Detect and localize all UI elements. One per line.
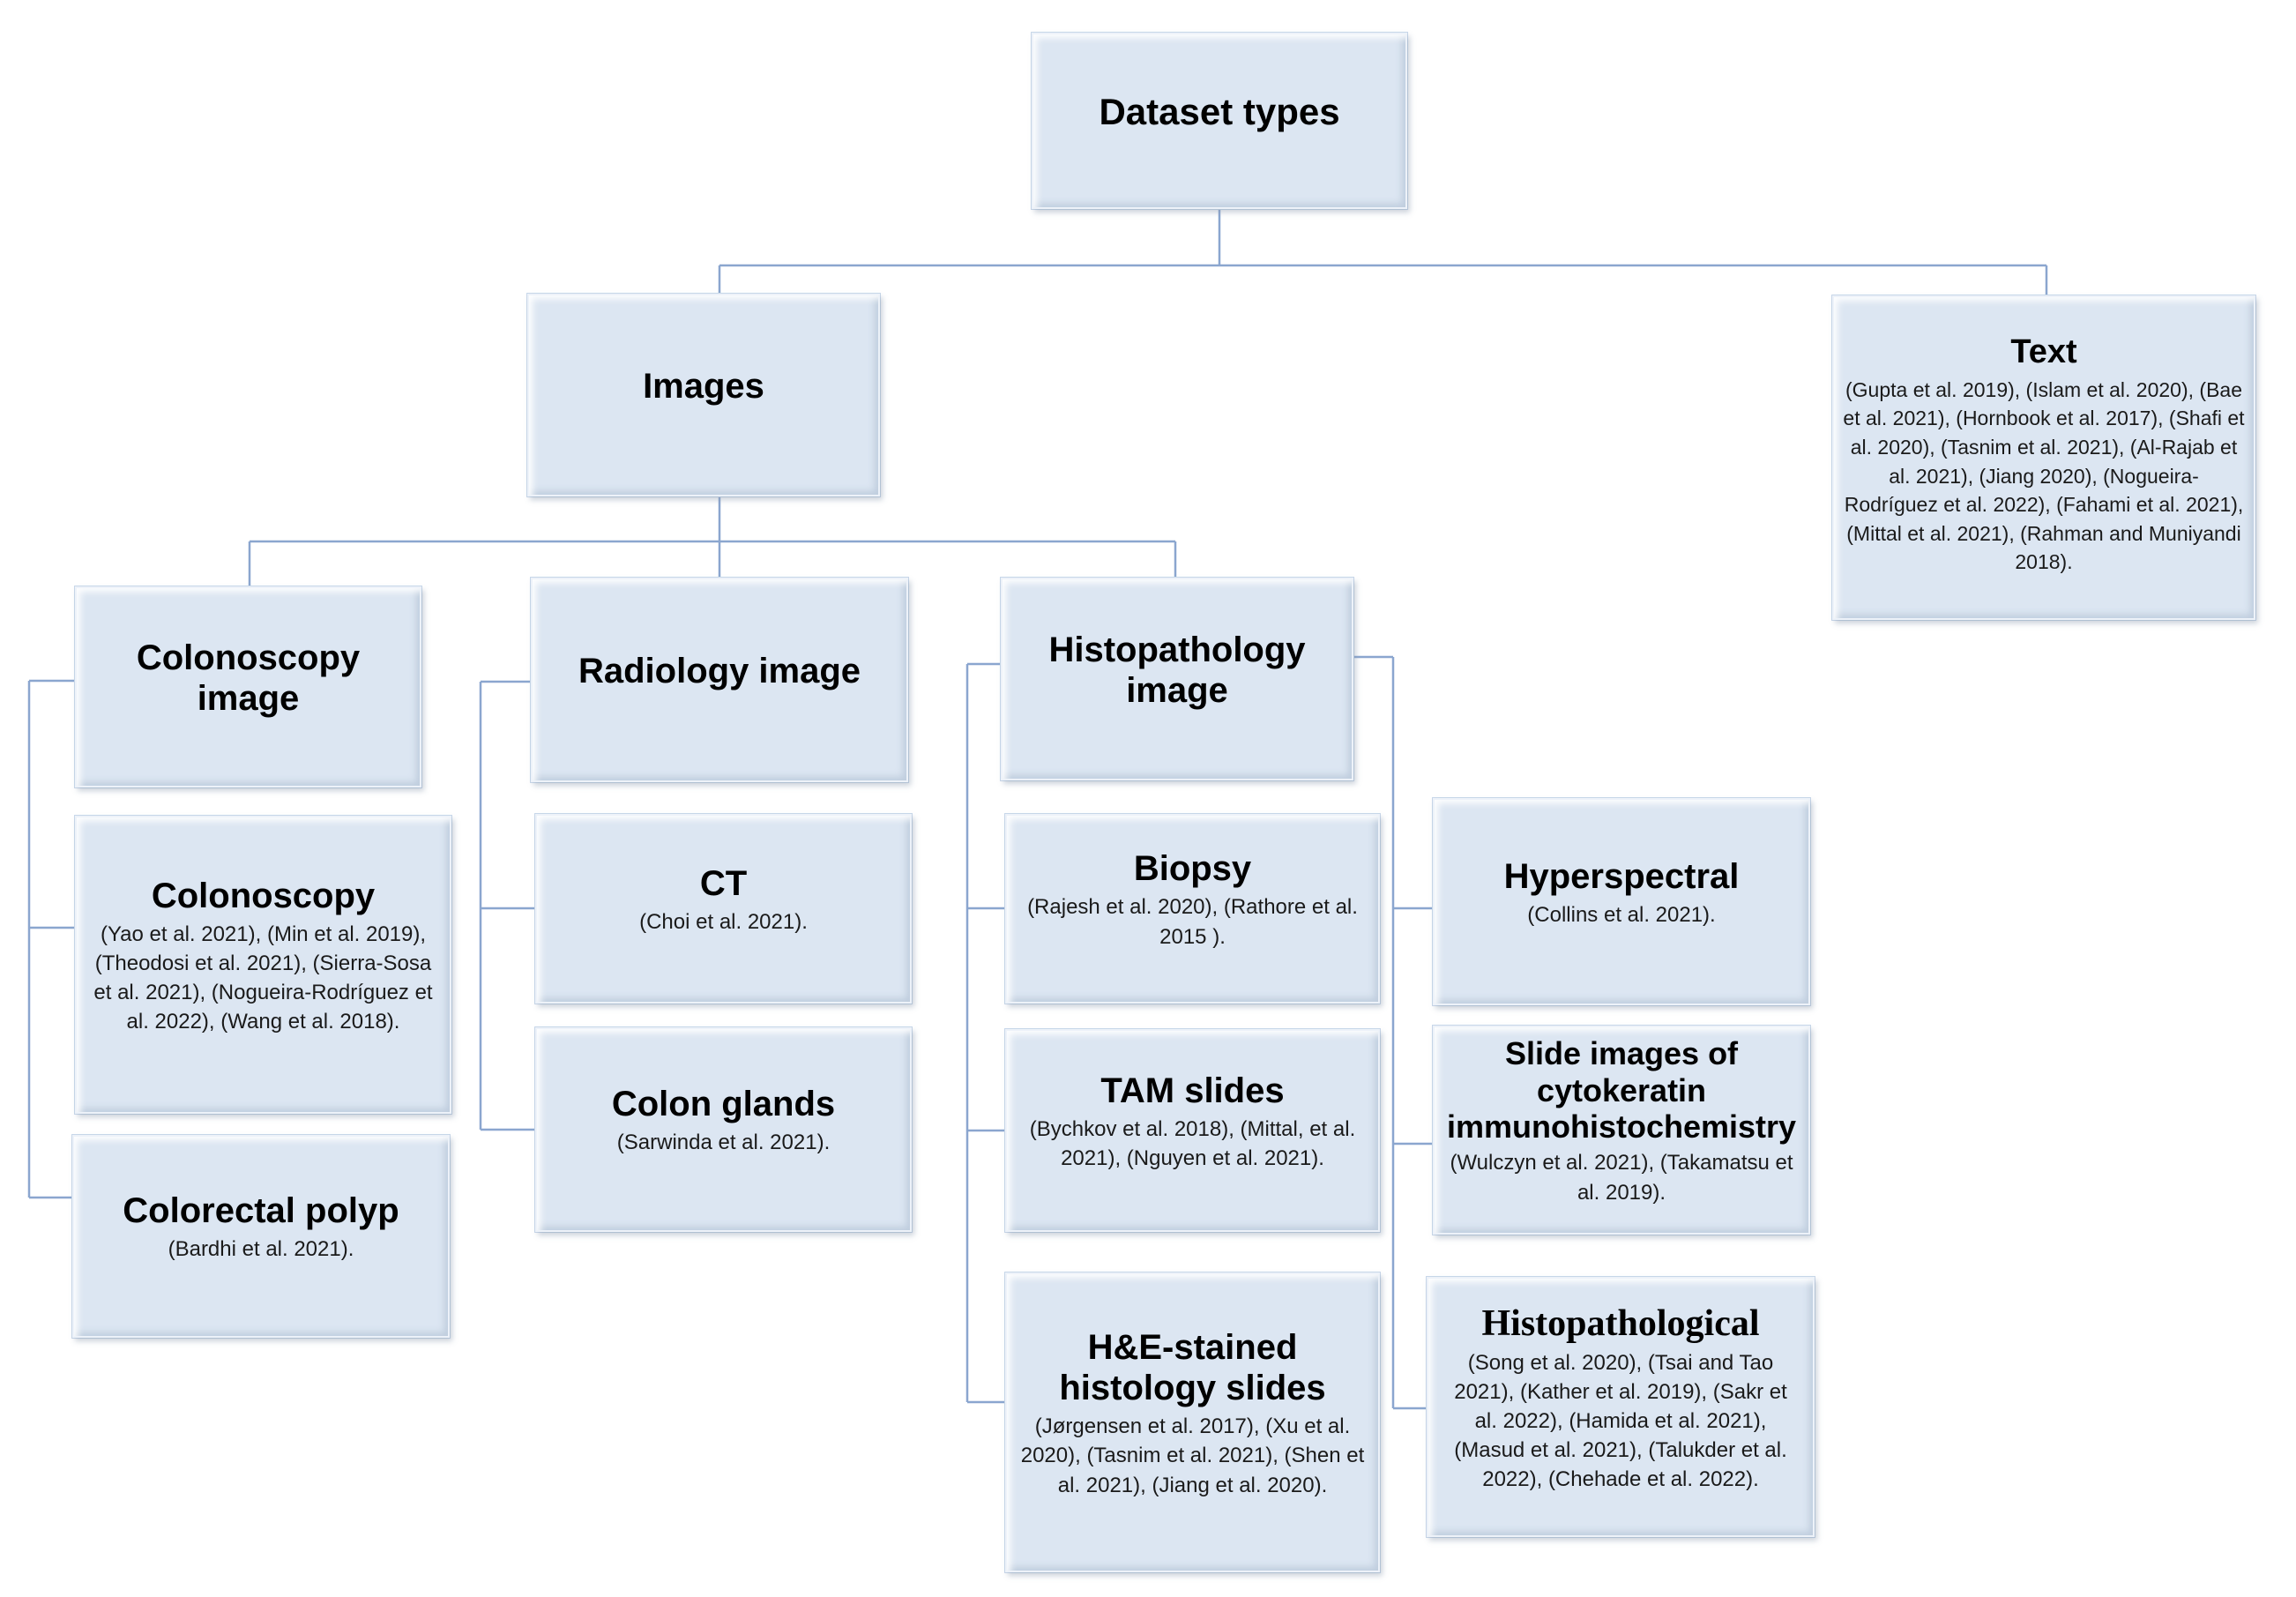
histopathology-image-box: Histopathology image xyxy=(1001,578,1353,780)
colonoscopy-image-box: Colonoscopy image xyxy=(75,586,421,787)
dataset-types-box: Dataset types xyxy=(1032,33,1407,209)
images-box: Images xyxy=(527,294,880,496)
he-stained-histology-slides-box: H&E-stained histology slides (Jørgensen … xyxy=(1005,1272,1380,1572)
hyperspectral-citations: (Collins et al. 2021). xyxy=(1527,902,1716,927)
he-stained-histology-slides-title: H&E-stained histology slides xyxy=(1059,1328,1326,1408)
colonoscopy-image-title: Colonoscopy image xyxy=(136,638,361,718)
hyperspectral-title: Hyperspectral xyxy=(1503,856,1740,896)
colon-glands-title: Colon glands xyxy=(611,1085,836,1124)
hyperspectral-box: Hyperspectral (Collins et al. 2021). xyxy=(1433,798,1810,1005)
images-title: Images xyxy=(643,367,764,406)
slide-images-cytokeratin-title: Slide images of cytokeratin immunohistoc… xyxy=(1446,1035,1797,1146)
colorectal-polyp-title: Colorectal polyp xyxy=(123,1191,399,1231)
colonoscopy-box: Colonoscopy (Yao et al. 2021), (Min et a… xyxy=(75,816,451,1114)
text-citations: (Gupta et al. 2019), (Islam et al. 2020)… xyxy=(1843,377,2245,574)
colon-glands-citations: (Sarwinda et al. 2021). xyxy=(616,1131,831,1155)
colonoscopy-citations: (Yao et al. 2021), (Min et al. 2019), (T… xyxy=(93,922,433,1034)
colorectal-polyp-citations: (Bardhi et al. 2021). xyxy=(168,1237,354,1262)
radiology-image-title: Radiology image xyxy=(578,652,861,690)
biopsy-title: Biopsy xyxy=(1133,849,1252,889)
tam-slides-citations: (Bychkov et al. 2018), (Mittal, et al. 2… xyxy=(1029,1116,1356,1170)
colonoscopy-title: Colonoscopy xyxy=(151,876,376,915)
biopsy-box: Biopsy (Rajesh et al. 2020), (Rathore et… xyxy=(1005,814,1380,1004)
text-box: Text (Gupta et al. 2019), (Islam et al. … xyxy=(1832,295,2255,620)
radiology-image-box: Radiology image xyxy=(531,578,908,782)
ct-title: CT xyxy=(699,863,748,903)
colon-glands-box: Colon glands (Sarwinda et al. 2021). xyxy=(535,1027,912,1232)
histopathological-title: Histopathological xyxy=(1481,1302,1760,1344)
biopsy-citations: (Rajesh et al. 2020), (Rathore et al. 20… xyxy=(1027,895,1358,949)
ct-box: CT (Choi et al. 2021). xyxy=(535,814,912,1004)
tam-slides-box: TAM slides (Bychkov et al. 2018), (Mitta… xyxy=(1005,1029,1380,1232)
histopathological-citations: (Song et al. 2020), (Tsai and Tao 2021),… xyxy=(1454,1350,1787,1492)
text-title: Text xyxy=(2010,332,2077,370)
slide-images-cytokeratin-citations: (Wulczyn et al. 2021), (Takamatsu et al.… xyxy=(1450,1151,1793,1205)
he-stained-histology-slides-citations: (Jørgensen et al. 2017), (Xu et al. 2020… xyxy=(1020,1414,1365,1497)
ct-citations: (Choi et al. 2021). xyxy=(639,909,808,934)
slide-images-cytokeratin-box: Slide images of cytokeratin immunohistoc… xyxy=(1433,1026,1810,1235)
colorectal-polyp-box: Colorectal polyp (Bardhi et al. 2021). xyxy=(72,1135,450,1338)
histopathology-image-title: Histopathology image xyxy=(1048,631,1306,710)
tam-slides-title: TAM slides xyxy=(1100,1071,1285,1110)
dataset-types-title: Dataset types xyxy=(1099,90,1340,132)
histopathological-box: Histopathological (Song et al. 2020), (T… xyxy=(1427,1277,1815,1537)
